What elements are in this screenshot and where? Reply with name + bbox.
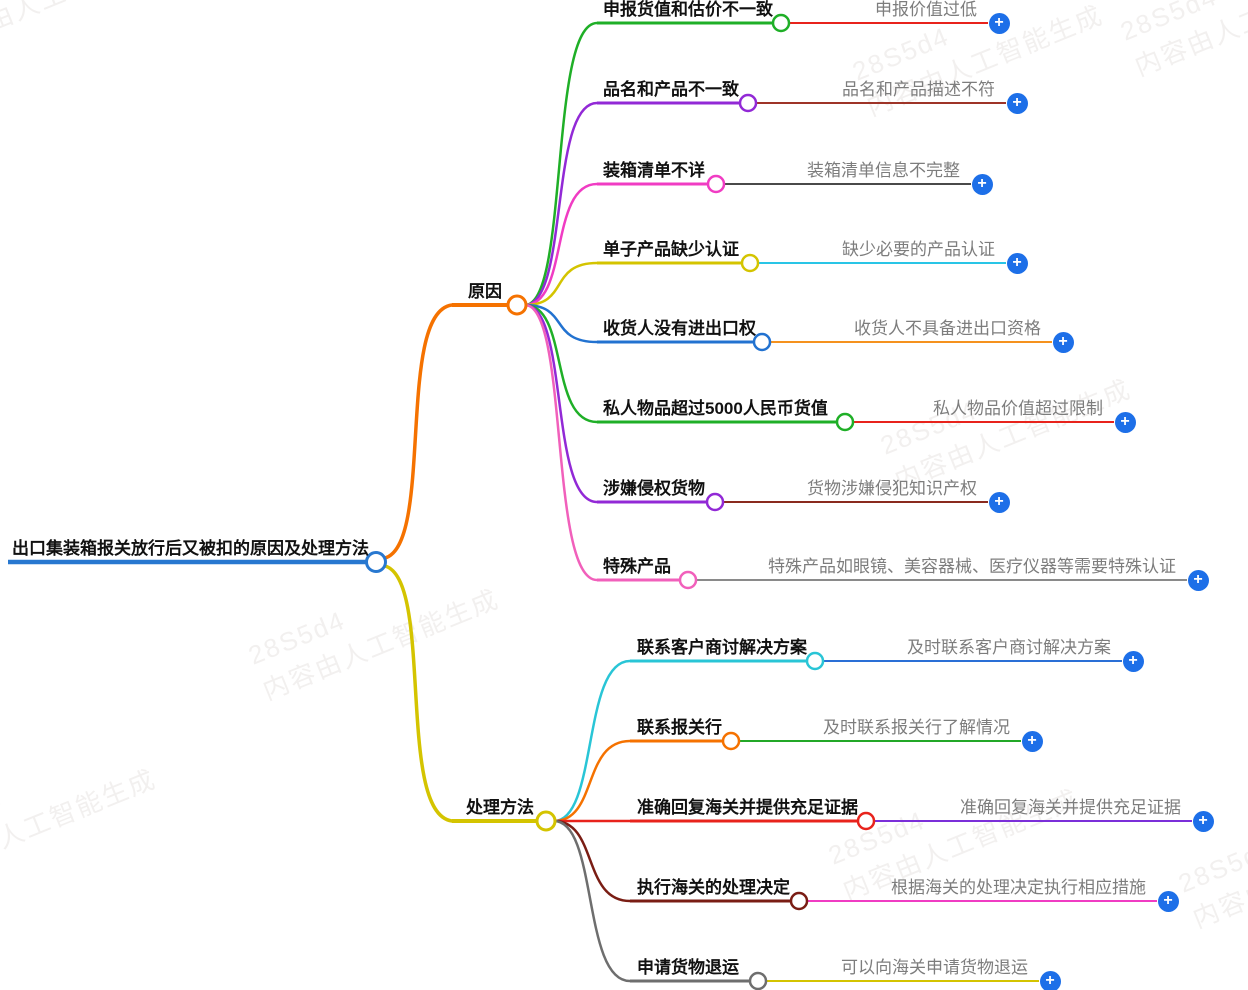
branch-collapse-handle[interactable] [771,13,791,33]
branch-detail-label[interactable]: 准确回复海关并提供充足证据 [960,798,1181,817]
add-child-button[interactable]: + [1039,970,1061,990]
plus-icon: + [1198,811,1208,829]
branch-label[interactable]: 品名和产品不一致 [603,80,739,99]
category-collapse-handle[interactable] [506,294,528,316]
branch-label[interactable]: 执行海关的处理决定 [637,878,790,897]
root-label[interactable]: 出口集装箱报关放行后又被扣的原因及处理方法 [12,539,369,558]
root-collapse-handle[interactable] [365,551,387,573]
branch-label[interactable]: 装箱清单不详 [603,161,705,180]
category-collapse-handle[interactable] [535,810,557,832]
branch-collapse-handle[interactable] [805,651,825,671]
add-child-button[interactable]: + [988,491,1010,513]
branch-label[interactable]: 私人物品超过5000人民币货值 [603,399,828,418]
plus-icon: + [1045,971,1055,989]
branch-detail-label[interactable]: 及时联系报关行了解情况 [823,718,1010,737]
plus-icon: + [1128,651,1138,669]
add-child-button[interactable]: + [1114,411,1136,433]
branch-collapse-handle[interactable] [856,811,876,831]
branch-collapse-handle[interactable] [748,971,768,990]
add-child-button[interactable]: + [1187,569,1209,591]
branch-detail-label[interactable]: 私人物品价值超过限制 [933,399,1103,418]
add-child-button[interactable]: + [1021,730,1043,752]
plus-icon: + [1120,412,1130,430]
add-child-button[interactable]: + [1122,650,1144,672]
branch-collapse-handle[interactable] [835,412,855,432]
branch-label[interactable]: 联系客户商讨解决方案 [637,638,807,657]
branch-collapse-handle[interactable] [738,93,758,113]
branch-label[interactable]: 申报货值和估价不一致 [603,0,773,19]
branch-label[interactable]: 特殊产品 [603,557,671,576]
branch-collapse-handle[interactable] [752,332,772,352]
category-label-reasons[interactable]: 原因 [468,282,502,301]
plus-icon: + [994,492,1004,510]
plus-icon: + [1163,891,1173,909]
branch-detail-label[interactable]: 特殊产品如眼镜、美容器械、医疗仪器等需要特殊认证 [768,557,1176,576]
plus-icon: + [994,13,1004,31]
branch-detail-label[interactable]: 缺少必要的产品认证 [842,240,995,259]
branch-detail-label[interactable]: 装箱清单信息不完整 [807,161,960,180]
branch-label[interactable]: 联系报关行 [637,718,722,737]
branch-detail-label[interactable]: 根据海关的处理决定执行相应措施 [891,878,1146,897]
branch-label[interactable]: 涉嫌侵权货物 [603,479,705,498]
branch-collapse-handle[interactable] [678,570,698,590]
plus-icon: + [1027,731,1037,749]
branch-collapse-handle[interactable] [705,492,725,512]
add-child-button[interactable]: + [1052,331,1074,353]
branch-label[interactable]: 单子产品缺少认证 [603,240,739,259]
branch-detail-label[interactable]: 及时联系客户商讨解决方案 [907,638,1111,657]
branch-detail-label[interactable]: 品名和产品描述不符 [842,80,995,99]
add-child-button[interactable]: + [1006,252,1028,274]
branch-label[interactable]: 准确回复海关并提供充足证据 [637,798,858,817]
branch-label[interactable]: 收货人没有进出口权 [603,319,756,338]
plus-icon: + [1058,332,1068,350]
branch-detail-label[interactable]: 收货人不具备进出口资格 [854,319,1041,338]
plus-icon: + [1012,93,1022,111]
branch-collapse-handle[interactable] [789,891,809,911]
branch-detail-label[interactable]: 可以向海关申请货物退运 [841,958,1028,977]
add-child-button[interactable]: + [1157,890,1179,912]
add-child-button[interactable]: + [1192,810,1214,832]
add-child-button[interactable]: + [988,12,1010,34]
category-label-methods[interactable]: 处理方法 [466,798,534,817]
branch-detail-label[interactable]: 申报价值过低 [875,0,977,19]
add-child-button[interactable]: + [971,173,993,195]
plus-icon: + [1193,570,1203,588]
branch-detail-label[interactable]: 货物涉嫌侵犯知识产权 [807,479,977,498]
plus-icon: + [977,174,987,192]
branch-collapse-handle[interactable] [740,253,760,273]
plus-icon: + [1012,253,1022,271]
branch-collapse-handle[interactable] [706,174,726,194]
branch-label[interactable]: 申请货物退运 [637,958,739,977]
branch-collapse-handle[interactable] [721,731,741,751]
add-child-button[interactable]: + [1006,92,1028,114]
